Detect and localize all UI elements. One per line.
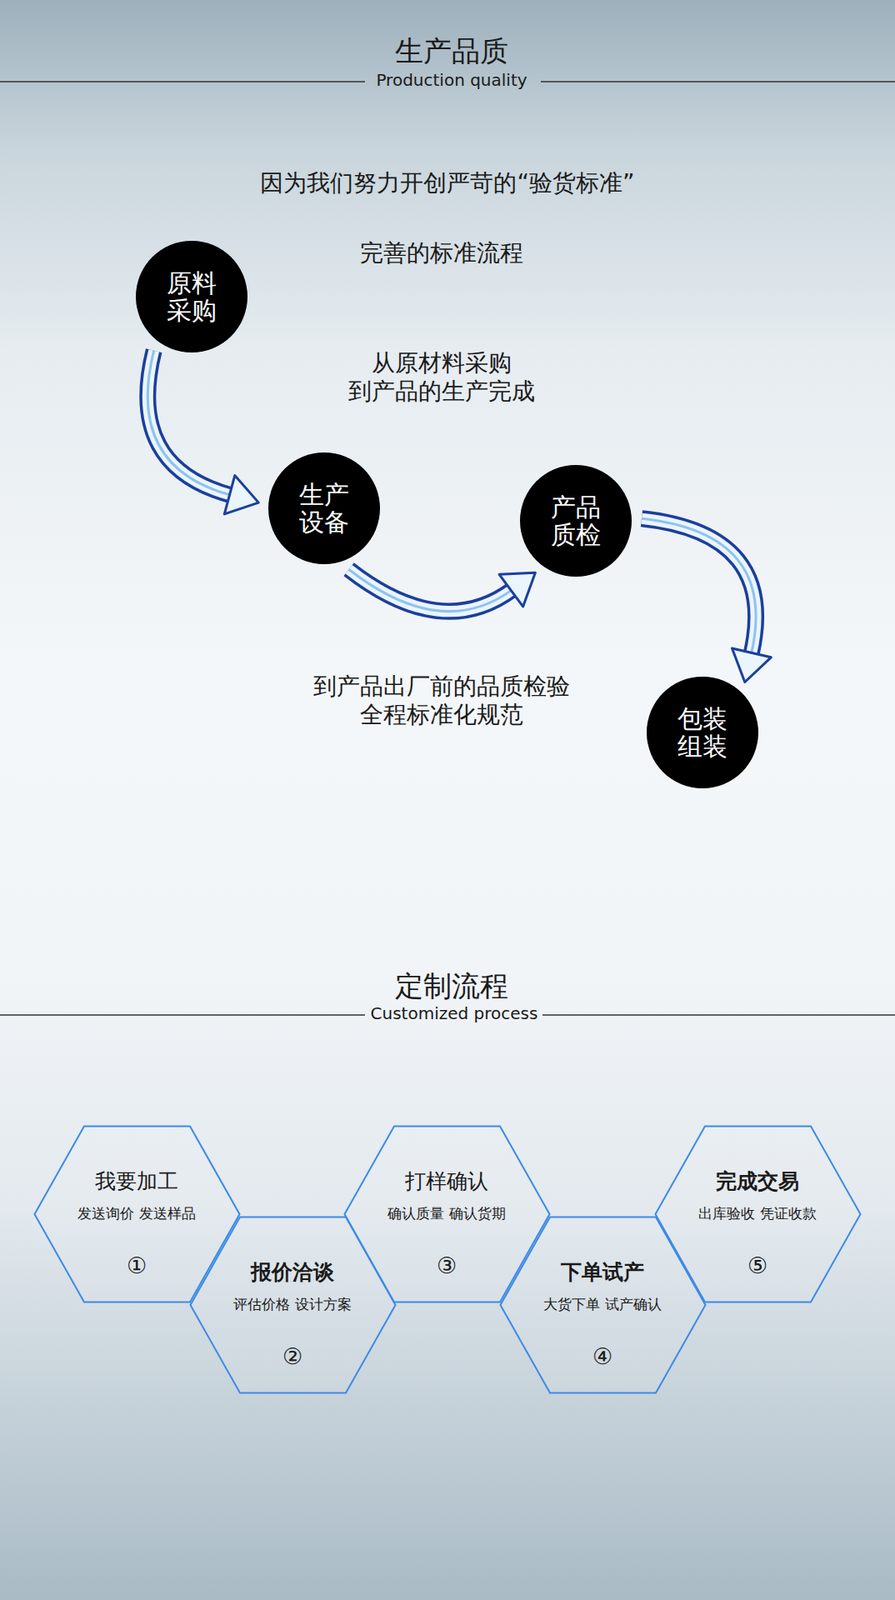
step-label: 产品 质检 [550, 493, 601, 549]
arrow-heads [731, 648, 771, 682]
arrow-body [147, 350, 231, 496]
step-label: 包装 组装 [677, 705, 728, 760]
heading-rule [0, 1014, 365, 1016]
arrow-shine [349, 569, 513, 611]
step-circle: 生产 设备 [268, 452, 380, 565]
step-desc: 评估价格 设计方案 [189, 1295, 397, 1313]
step-label: 原料 采购 [166, 269, 217, 325]
arrow-body [349, 569, 513, 611]
arrow-outline [641, 518, 756, 655]
step-title: 我要加工 [33, 1169, 241, 1195]
step-title: 打样确认 [343, 1169, 551, 1195]
arrow-head [224, 475, 259, 515]
section-subtitle: Customized process [370, 1003, 539, 1024]
step-label: 生产 设备 [299, 480, 350, 536]
process-hexagon: 完成交易出库验收 凭证收款 ⑤ [654, 1125, 862, 1304]
step-desc: 出库验收 凭证收款 [654, 1205, 862, 1222]
heading-rule [0, 80, 365, 83]
step-title: 报价洽谈 [189, 1260, 397, 1285]
step-desc: 发送询价 发送样品 [33, 1205, 241, 1222]
intro-text: 因为我们努力开创严苛的“验货标准” [260, 169, 635, 198]
arrow-outline [147, 350, 231, 496]
section-title: 生产品质 [395, 34, 509, 69]
arrow-outline [349, 569, 513, 611]
arrow-head [499, 572, 535, 607]
arrow-body [641, 518, 756, 655]
section-title: 定制流程 [395, 969, 509, 1004]
arrow-heads [224, 475, 259, 515]
step-desc: 大货下单 试产确认 [499, 1295, 707, 1313]
arrow-heads [499, 572, 535, 607]
step-circle: 包装 组装 [646, 676, 759, 789]
arrow-shine [147, 350, 231, 496]
step-number: ⑤ [654, 1252, 862, 1280]
step-circle: 产品 质检 [520, 465, 632, 577]
flow-note: 从原材料采购 到产品的生产完成 [348, 349, 535, 405]
step-circle: 原料 采购 [135, 240, 248, 353]
step-desc: 确认质量 确认货期 [343, 1205, 551, 1222]
step-number: ④ [499, 1343, 707, 1370]
section-subtitle: Production quality [375, 70, 527, 90]
flow-arrow [147, 350, 259, 515]
intro-text: 完善的标准流程 [360, 239, 524, 268]
arrow-shine [641, 518, 756, 655]
step-number: ② [189, 1343, 397, 1370]
heading-rule [540, 80, 895, 83]
step-title: 下单试产 [499, 1260, 707, 1285]
arrow-head [731, 648, 771, 682]
flow-note: 到产品出厂前的品质检验 全程标准化规范 [313, 672, 570, 729]
step-title: 完成交易 [654, 1169, 862, 1195]
flow-arrow [349, 569, 536, 611]
heading-rule [542, 1014, 895, 1016]
flow-arrow [641, 518, 771, 682]
